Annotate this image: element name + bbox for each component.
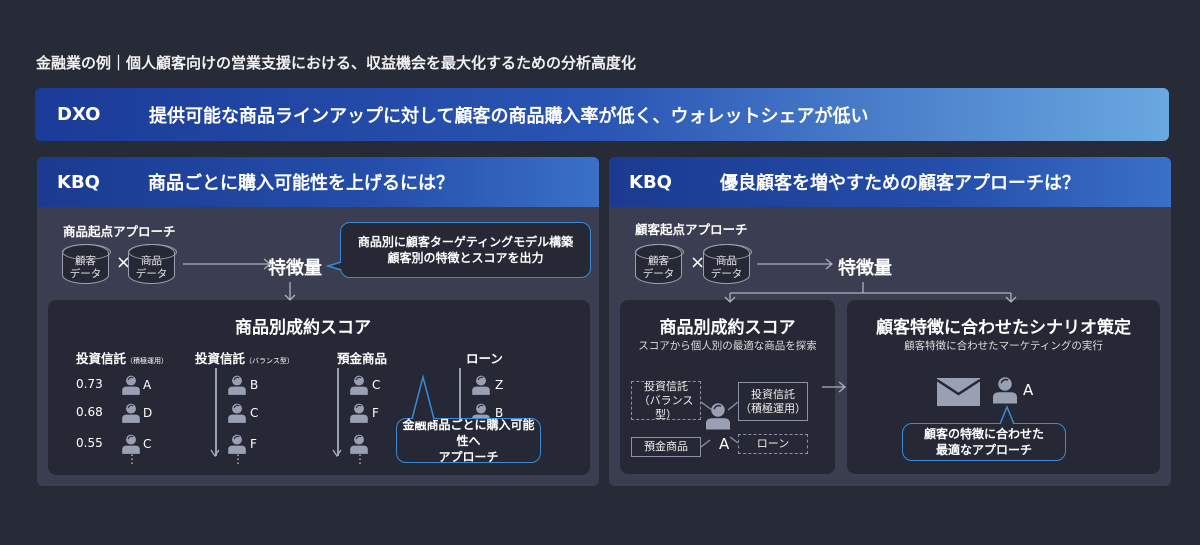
model-callout: 商品別に顧客ターゲティングモデル構築 顧客別の特徴とスコアを出力 bbox=[340, 222, 591, 278]
person-label: A bbox=[719, 435, 730, 453]
callout-line: 商品別に顧客ターゲティングモデル構築 bbox=[357, 235, 574, 249]
customer-data-db-icon: 顧客データ bbox=[61, 243, 111, 284]
customer-id: B bbox=[250, 378, 259, 392]
approach-label: 商品起点アプローチ bbox=[63, 224, 176, 239]
approach-label: 顧客起点アプローチ bbox=[635, 222, 748, 237]
dxo-tag: DXO bbox=[57, 104, 101, 125]
more-indicator: ⋮ bbox=[126, 452, 138, 466]
times-sign: × bbox=[116, 252, 132, 273]
col-name: 投資信託 bbox=[76, 351, 127, 366]
kbq-question: 優良顧客を増やすための顧客アプローチは？ bbox=[720, 173, 1080, 194]
col-note: （バランス型） bbox=[245, 357, 294, 365]
callout-line: 顧客の特徴に合わせた bbox=[923, 427, 1044, 441]
customer-id: C bbox=[250, 406, 259, 420]
rank-arrow bbox=[337, 368, 339, 456]
person-label: A bbox=[1023, 381, 1034, 399]
page-title: 金融業の例｜個人顧客向けの営業支援における、収益機会を最大化するための分析高度化 bbox=[36, 54, 637, 72]
feature-label: 特徴量 bbox=[838, 258, 892, 279]
cyl-label: 顧客 bbox=[75, 255, 96, 267]
chip-deposit: 預金商品 bbox=[631, 437, 701, 457]
score-title: 商品別成約スコア bbox=[659, 318, 796, 338]
kbq-tag: KBQ bbox=[629, 171, 672, 193]
chip-text: （バランス型） bbox=[638, 393, 694, 421]
callout-line: 最適なアプローチ bbox=[935, 443, 1032, 457]
score: 0.55 bbox=[76, 436, 103, 450]
customer-id: C bbox=[143, 437, 152, 451]
chip-text: 投資信託 bbox=[644, 379, 688, 393]
more-indicator: ⋮ bbox=[354, 452, 366, 466]
person-icon bbox=[349, 375, 369, 396]
feature-label: 特徴量 bbox=[268, 258, 322, 279]
right-header: KBQ 優良顧客を増やすための顧客アプローチは？ bbox=[609, 157, 1171, 207]
customer-id: C bbox=[372, 378, 381, 392]
dxo-text: 提供可能な商品ラインアップに対して顧客の商品購入率が低く、ウォレットシェアが低い bbox=[149, 105, 869, 127]
score: 0.68 bbox=[76, 405, 103, 419]
scenario-title: 顧客特徴に合わせたシナリオ策定 bbox=[876, 318, 1131, 338]
person-icon bbox=[227, 375, 247, 396]
kbq-question: 商品ごとに購入可能性を上げるには？ bbox=[148, 173, 454, 194]
col-header: 投資信託（積極運用） bbox=[76, 348, 168, 367]
callout-line: 顧客別の特徴とスコアを出力 bbox=[387, 251, 544, 265]
scenario-subtitle: 顧客特徴に合わせたマーケティングの実行 bbox=[904, 340, 1103, 352]
customer-id: A bbox=[143, 378, 152, 392]
approach-callout: 顧客の特徴に合わせた 最適なアプローチ bbox=[902, 423, 1066, 461]
score: 0.73 bbox=[76, 377, 103, 391]
cyl-label: 顧客 bbox=[648, 255, 669, 267]
product-callout: 金融商品ごとに購入可能性へ アプローチ bbox=[396, 417, 541, 464]
mail-icon bbox=[937, 378, 980, 406]
cyl-label: 商品 bbox=[716, 255, 737, 267]
chip-text: （積極運用） bbox=[740, 401, 806, 415]
left-header: KBQ 商品ごとに購入可能性を上げるには？ bbox=[37, 157, 599, 207]
col-note: （積極運用） bbox=[126, 357, 169, 365]
col-header: 投資信託（バランス型） bbox=[195, 348, 294, 367]
score-subtitle: スコアから個人別の最適な商品を探索 bbox=[638, 340, 817, 352]
col-header: ローン bbox=[466, 351, 503, 366]
person-icon bbox=[121, 375, 141, 396]
product-data-db-icon: 商品データ bbox=[127, 243, 177, 284]
cyl-label: データ bbox=[710, 268, 743, 280]
person-icon bbox=[471, 375, 491, 396]
kbq-tag: KBQ bbox=[57, 171, 100, 193]
customer-id: F bbox=[250, 437, 257, 451]
rank-arrow bbox=[215, 368, 217, 456]
person-icon bbox=[992, 376, 1018, 405]
callout-line: 金融商品ごとに購入可能性へ bbox=[402, 417, 535, 448]
customer-data-db-icon: 顧客データ bbox=[634, 243, 684, 284]
chip-loan: ローン bbox=[738, 434, 808, 454]
cyl-label: データ bbox=[642, 268, 675, 280]
chip-balanced-fund: 投資信託（バランス型） bbox=[631, 379, 701, 421]
person-icon bbox=[705, 402, 731, 431]
score-title: 商品別成約スコア bbox=[235, 318, 371, 338]
person-icon bbox=[349, 403, 369, 424]
customer-id: F bbox=[372, 406, 379, 420]
dxo-bar: DXO 提供可能な商品ラインアップに対して顧客の商品購入率が低く、ウォレットシェ… bbox=[35, 88, 1169, 141]
col-header: 預金商品 bbox=[337, 351, 388, 366]
person-icon bbox=[227, 403, 247, 424]
callout-line: アプローチ bbox=[438, 449, 499, 464]
cyl-label: データ bbox=[69, 268, 102, 280]
customer-id: Z bbox=[495, 378, 504, 392]
customer-id: D bbox=[143, 406, 153, 420]
person-icon bbox=[121, 403, 141, 424]
chip-active-fund: 投資信託（積極運用） bbox=[738, 382, 808, 421]
product-data-db-icon: 商品データ bbox=[702, 243, 752, 284]
more-indicator: ⋮ bbox=[232, 452, 244, 466]
cyl-label: データ bbox=[135, 268, 168, 280]
col-name: 投資信託 bbox=[195, 351, 246, 366]
chip-text: 投資信託 bbox=[751, 387, 795, 401]
cyl-label: 商品 bbox=[141, 255, 162, 267]
